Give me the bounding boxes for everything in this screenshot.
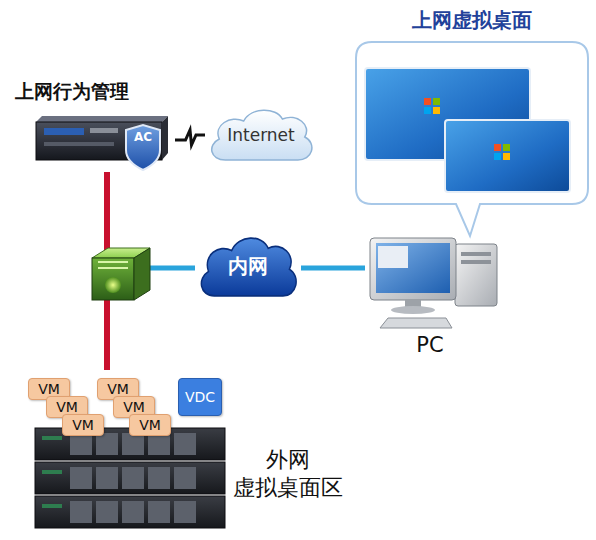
- server-unit: [35, 496, 225, 528]
- ac-panel: [90, 128, 118, 133]
- switch-side: [134, 248, 150, 300]
- pc-window: [378, 246, 408, 268]
- pc-keyboard: [380, 318, 452, 328]
- device-label: 上网行为管理: [15, 80, 175, 104]
- switch-light: [105, 277, 121, 293]
- windows-logo: [433, 107, 440, 114]
- area-label: 外网 虚拟桌面区: [225, 446, 350, 501]
- tag-label: VM: [107, 382, 129, 396]
- pc-base: [391, 306, 435, 314]
- ac-shield: [126, 125, 160, 170]
- ac-appliance: [36, 116, 168, 170]
- network-link: [301, 266, 365, 271]
- drive-bays: [122, 467, 144, 489]
- drive-bays: [174, 501, 196, 523]
- ac-top: [36, 116, 168, 122]
- switch-front: [92, 258, 134, 300]
- tag-label: VM: [38, 382, 60, 396]
- vm-tag: VM: [62, 414, 104, 436]
- bubble-title: 上网虚拟桌面: [352, 8, 592, 33]
- windows-logo: [424, 98, 440, 114]
- cloud-label: 内网: [195, 254, 301, 279]
- windows-logo: [503, 144, 510, 151]
- drive-bays: [148, 501, 170, 523]
- intranet-cloud: 内网: [195, 232, 301, 304]
- network-link: [104, 172, 110, 370]
- server-unit: [35, 462, 225, 494]
- callout-bubble: 上网虚拟桌面: [352, 0, 592, 215]
- drive-bays: [70, 501, 92, 523]
- pc-label: PC: [385, 332, 475, 358]
- ac-side: [162, 116, 168, 160]
- drive-bays: [70, 433, 92, 455]
- windows-logo: [503, 153, 510, 160]
- tag-label: VM: [72, 418, 94, 432]
- server-leds: [42, 470, 62, 474]
- ac-device: 上网行为管理 AC: [15, 80, 175, 172]
- pc-illustration: [370, 238, 497, 328]
- windows-logo: [433, 98, 440, 105]
- server-leds: [42, 436, 62, 508]
- ac-vent: [44, 142, 114, 146]
- drive-bays: [96, 433, 118, 455]
- windows-logo: [424, 98, 431, 105]
- tag-label: VM: [123, 400, 145, 414]
- drive-bays: [174, 467, 196, 489]
- drive-bays: [148, 433, 170, 455]
- network-link: [175, 130, 205, 145]
- internet-cloud: Internet: [205, 105, 317, 167]
- windows-logo: [494, 144, 501, 151]
- drive-bays: [70, 467, 92, 489]
- switch-top: [92, 248, 150, 258]
- desktop-screen: [445, 120, 570, 192]
- server-stack: [35, 428, 225, 528]
- windows-logo: [424, 107, 431, 114]
- pc-node: PC: [365, 230, 505, 360]
- drive-bays: [122, 501, 144, 523]
- drive-bays: [96, 467, 118, 489]
- pc-screen: [376, 243, 450, 293]
- server-leds: [42, 436, 62, 440]
- switch-icon: [92, 248, 150, 300]
- pc-tower: [455, 244, 497, 306]
- ac-panel: [44, 128, 84, 135]
- tag-label: VM: [56, 400, 78, 414]
- pc-drive: [461, 260, 491, 264]
- windows-logo: [494, 144, 510, 160]
- bubble-shape: [352, 0, 592, 215]
- drive-bays: [70, 433, 196, 523]
- cloud-label: Internet: [205, 125, 317, 146]
- tag-label: VDC: [185, 390, 215, 404]
- shield-label: AC: [126, 130, 160, 145]
- vm-tag: VM: [129, 414, 171, 436]
- switch-arrows: [98, 262, 128, 268]
- windows-logo: [494, 153, 501, 160]
- pc-drive: [461, 252, 491, 256]
- bubble-outline: [356, 42, 588, 236]
- drive-bays: [96, 501, 118, 523]
- server-area: 外网 虚拟桌面区 VM VM VM VM VM VM VDC: [25, 370, 365, 535]
- tag-label: VM: [139, 418, 161, 432]
- drive-bays: [148, 467, 170, 489]
- network-link: [107, 268, 195, 370]
- drive-bays: [174, 433, 196, 455]
- vdc-tag: VDC: [178, 378, 222, 416]
- server-leds: [42, 504, 62, 508]
- drive-bays: [122, 433, 144, 455]
- pc-monitor: [370, 238, 456, 300]
